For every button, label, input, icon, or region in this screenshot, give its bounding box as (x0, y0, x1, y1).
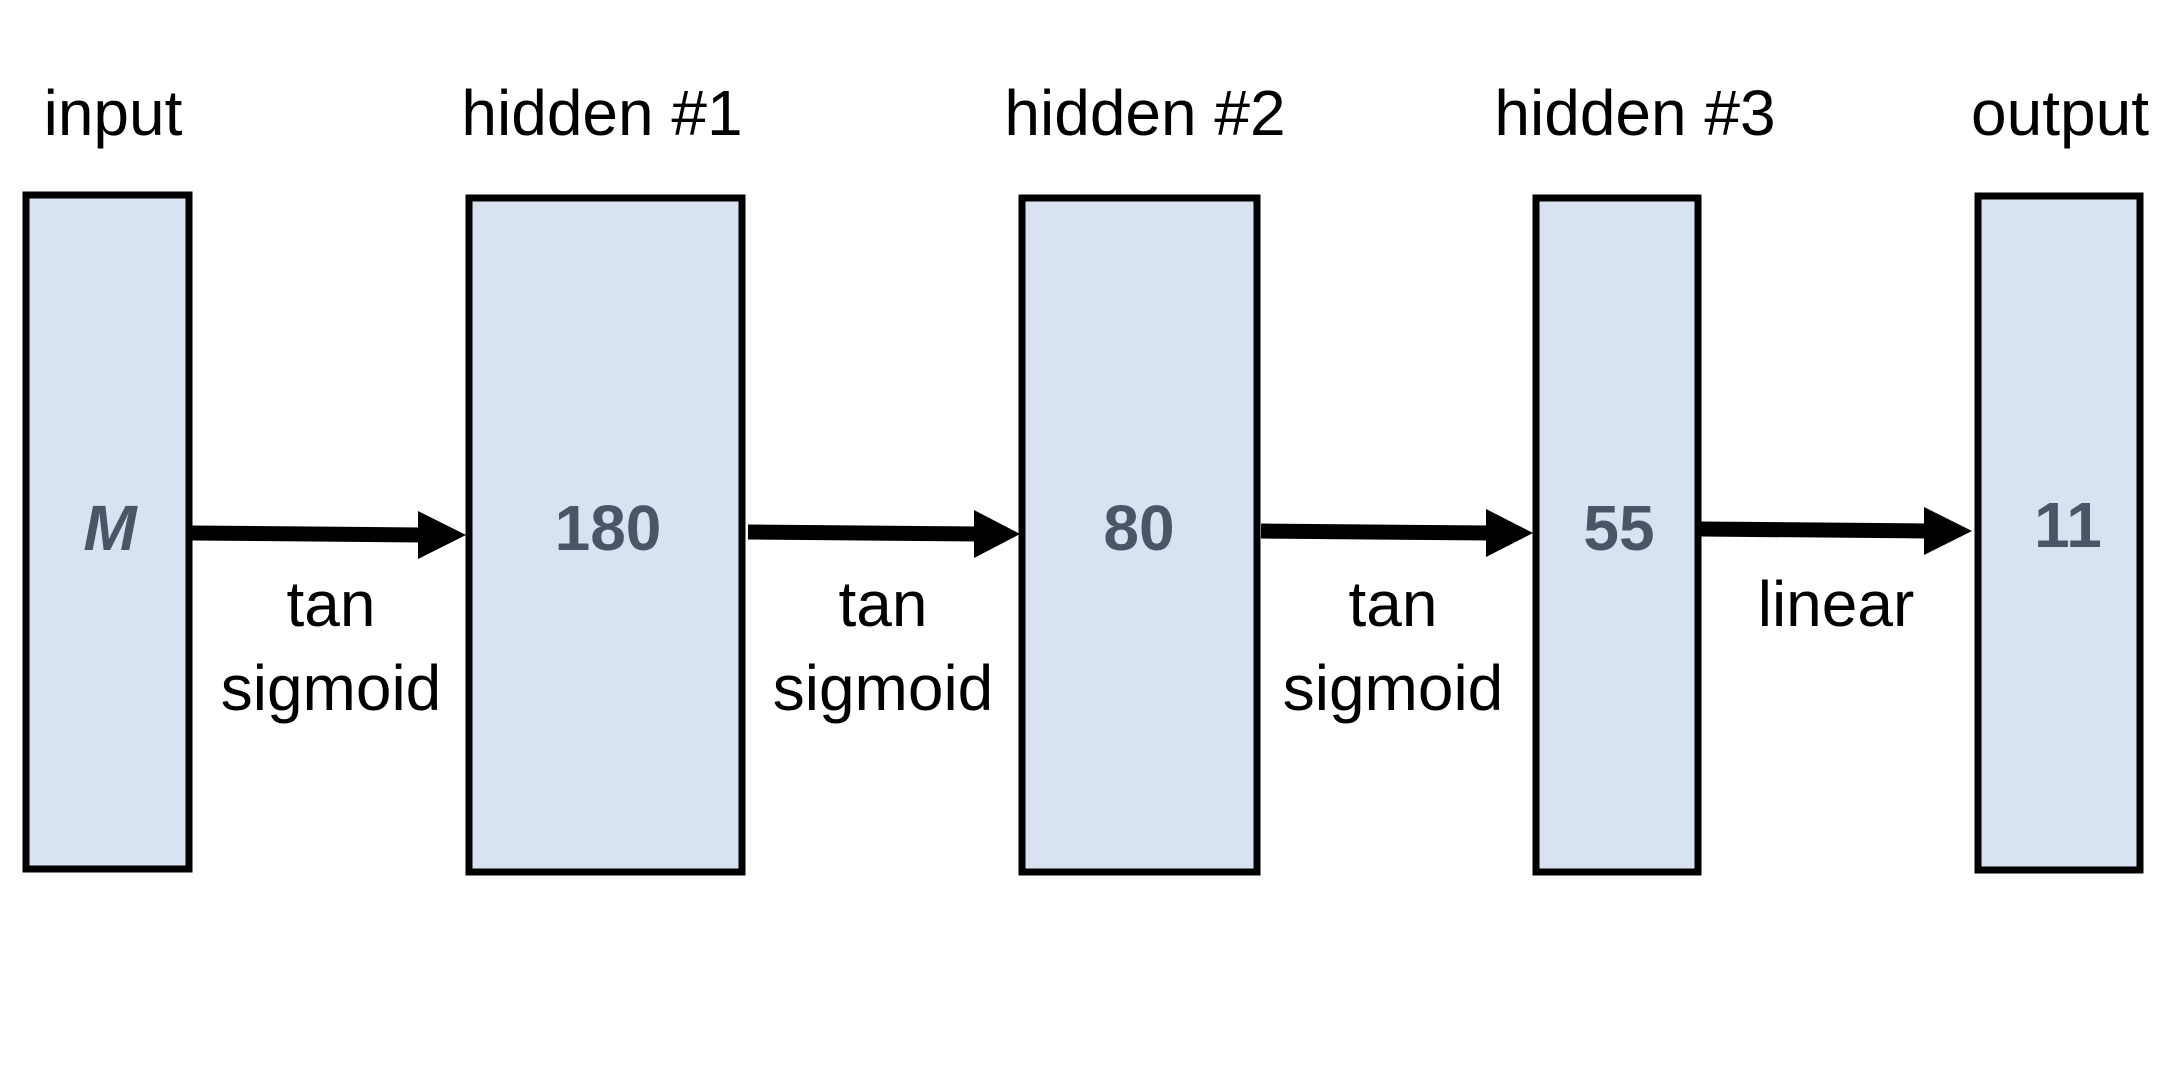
arrow-head-3 (1486, 509, 1533, 557)
arrow-line-2 (747, 524, 979, 542)
arrow-head-4 (1924, 507, 1972, 555)
layer-size-input: M (83, 492, 138, 564)
layer-title-hidden-3: hidden #3 (1494, 77, 1775, 149)
arrow-line-4 (1700, 521, 1929, 539)
activation-label-2-line2: sigmoid (773, 652, 994, 724)
layer-size-hidden-1: 180 (555, 492, 662, 564)
arrow-head-2 (974, 510, 1020, 558)
activation-label-3-line2: sigmoid (1283, 652, 1504, 724)
layer-box-hidden-2 (1018, 194, 1261, 876)
layer-size-hidden-3: 55 (1583, 492, 1654, 564)
activation-label-2-line1: tan (839, 568, 928, 640)
activation-label-4-line1: linear (1758, 568, 1915, 640)
layer-box-hidden-3 (1532, 194, 1702, 876)
layer-box-output (1974, 192, 2144, 874)
arrow-line-3 (1260, 523, 1491, 541)
arrow-line-1 (191, 525, 423, 543)
layer-box-input (22, 191, 193, 873)
activation-label-3-line1: tan (1349, 568, 1438, 640)
layer-size-hidden-2: 80 (1103, 492, 1174, 564)
layer-box-hidden-1 (465, 194, 746, 876)
layer-title-hidden-2: hidden #2 (1004, 77, 1285, 149)
arrow-head-1 (418, 511, 466, 559)
activation-label-1-line2: sigmoid (221, 652, 442, 724)
layer-size-output: 11 (2034, 489, 2102, 561)
activation-label-1-line1: tan (287, 568, 376, 640)
layer-title-output: output (1971, 77, 2149, 149)
layer-title-hidden-1: hidden #1 (461, 77, 742, 149)
layer-title-input: input (44, 77, 183, 149)
